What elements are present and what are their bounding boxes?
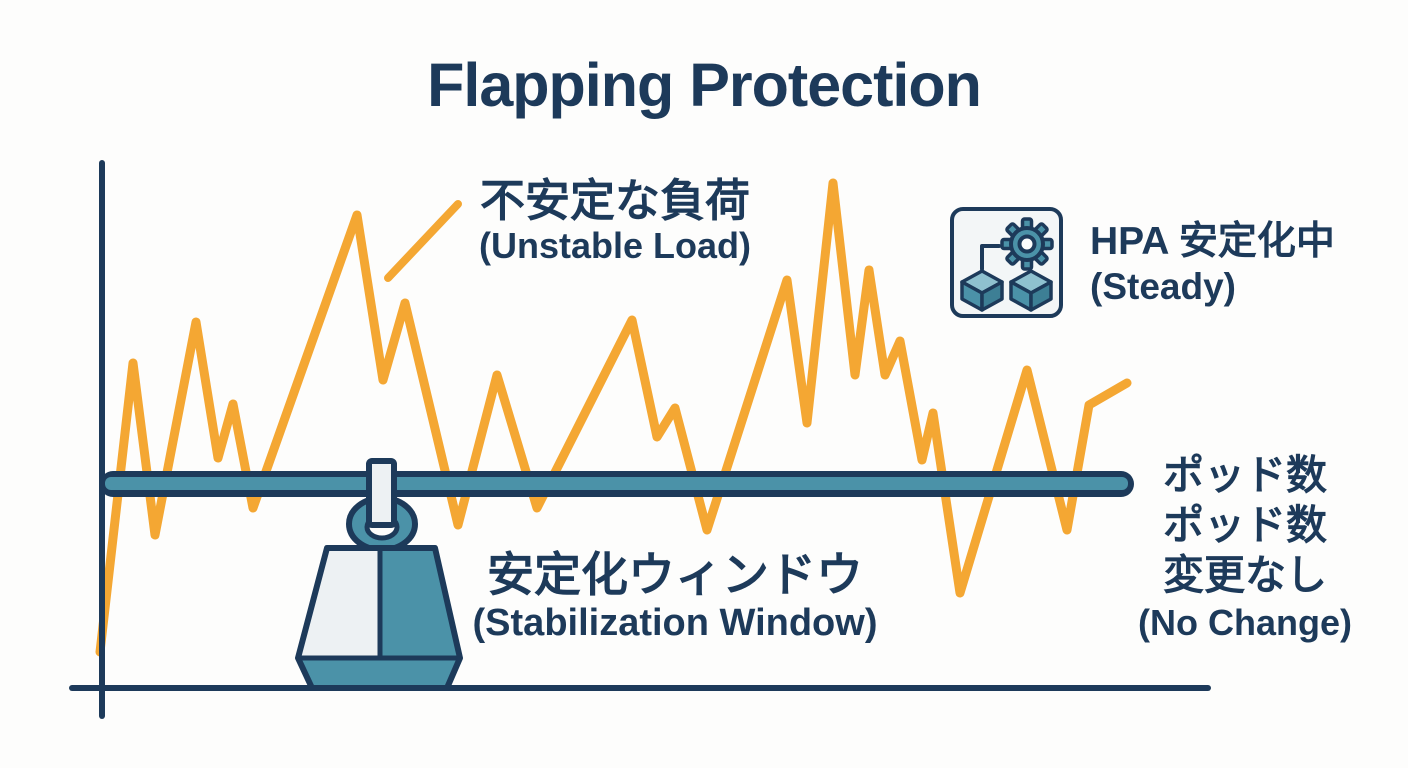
pod-count-bar-fill [105, 477, 1128, 490]
stabilization-window-label-en: (Stabilization Window) [472, 601, 878, 644]
pod-count-label: ポッド数 ポッド数 変更なし (No Change) [1130, 450, 1360, 643]
weight-outline [295, 545, 463, 691]
hpa-card-art [960, 217, 1054, 312]
stabilization-window-label-jp: 安定化ウィンドウ [487, 548, 863, 601]
cube-icon [1009, 269, 1053, 312]
pod-count-line2: ポッド数 [1163, 502, 1327, 549]
gear-icon [1000, 217, 1054, 271]
weight-body-highlight [298, 548, 380, 658]
unstable-load-label: 不安定な負荷 (Unstable Load) [450, 176, 780, 265]
pod-count-bar [100, 471, 1134, 497]
pod-count-label-en: (No Change) [1138, 602, 1352, 644]
page-title: Flapping Protection [427, 51, 982, 119]
cube-icon [960, 269, 1004, 312]
hpa-status-card [950, 207, 1063, 318]
connector-bracket [980, 244, 1001, 271]
pod-count-line1: ポッド数 [1163, 452, 1327, 498]
kettlebell-weight-icon [295, 458, 463, 691]
hpa-status-label-jp: HPA 安定化中 [1090, 220, 1335, 263]
callout-pointer-line [384, 200, 462, 282]
hpa-status-label: HPA 安定化中 (Steady) [1090, 219, 1408, 309]
hpa-status-label-en: (Steady) [1090, 266, 1236, 308]
unstable-load-label-jp: 不安定な負荷 [479, 175, 750, 226]
weight-strap [366, 458, 397, 528]
unstable-load-label-en: (Unstable Load) [478, 224, 751, 266]
pod-count-line3: 変更なし [1163, 552, 1327, 599]
unstable-load-line [95, 178, 1132, 657]
stabilization-window-label: 安定化ウィンドウ (Stabilization Window) [455, 548, 895, 644]
